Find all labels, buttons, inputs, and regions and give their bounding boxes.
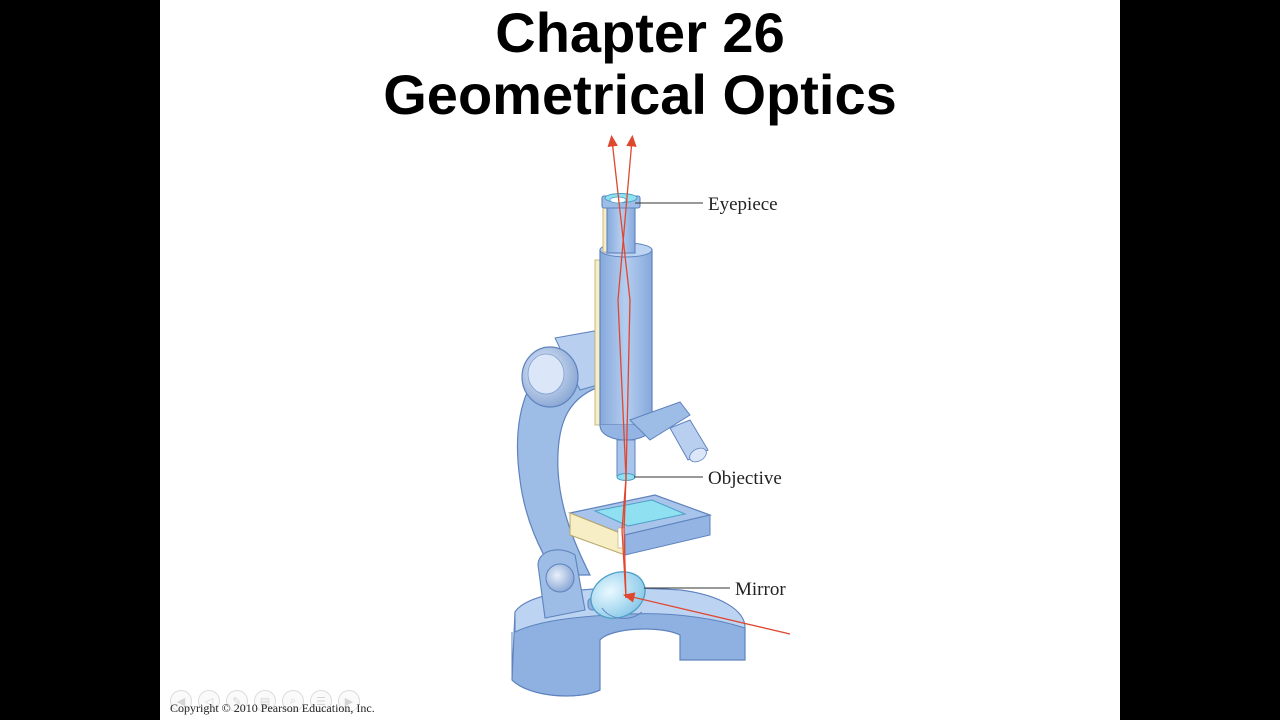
letterbox-right bbox=[1120, 0, 1280, 720]
stage bbox=[567, 494, 713, 556]
slideshow-controls: ◀ ◁ ✎ ▤ ⌕ ☰ ▶ bbox=[170, 690, 360, 716]
slide-title-line-2: Geometrical Optics bbox=[383, 63, 897, 126]
letterbox-left bbox=[0, 0, 160, 720]
menu-icon[interactable]: ☰ bbox=[310, 690, 332, 712]
eyepiece-cap bbox=[601, 193, 641, 209]
objective-label: Objective bbox=[708, 468, 782, 489]
slide: Chapter 26 Geometrical Optics bbox=[160, 0, 1120, 720]
eyepiece-label: Eyepiece bbox=[708, 194, 778, 215]
zoom-icon[interactable]: ⌕ bbox=[282, 690, 304, 712]
slide-title-line-1: Chapter 26 bbox=[495, 1, 785, 64]
slide-title: Chapter 26 Geometrical Optics bbox=[160, 2, 1120, 126]
light-rays bbox=[607, 134, 791, 635]
previous-icon[interactable]: ◀ bbox=[170, 690, 192, 712]
ray-incoming bbox=[622, 592, 791, 635]
pen-icon[interactable]: ✎ bbox=[226, 690, 248, 712]
next-icon[interactable]: ▶ bbox=[338, 690, 360, 712]
ray-right bbox=[617, 134, 637, 599]
microscope-diagram: Eyepiece Objective Mirror bbox=[511, 134, 791, 697]
back-icon[interactable]: ◁ bbox=[198, 690, 220, 712]
body-tube bbox=[594, 202, 709, 481]
copyright-notice: Copyright © 2010 Pearson Education, Inc. bbox=[170, 701, 375, 715]
mirror bbox=[590, 571, 646, 619]
focus-knob bbox=[521, 346, 579, 408]
slides-icon[interactable]: ▤ bbox=[254, 690, 276, 712]
mirror-label: Mirror bbox=[735, 579, 786, 600]
leader-lines bbox=[634, 202, 730, 589]
